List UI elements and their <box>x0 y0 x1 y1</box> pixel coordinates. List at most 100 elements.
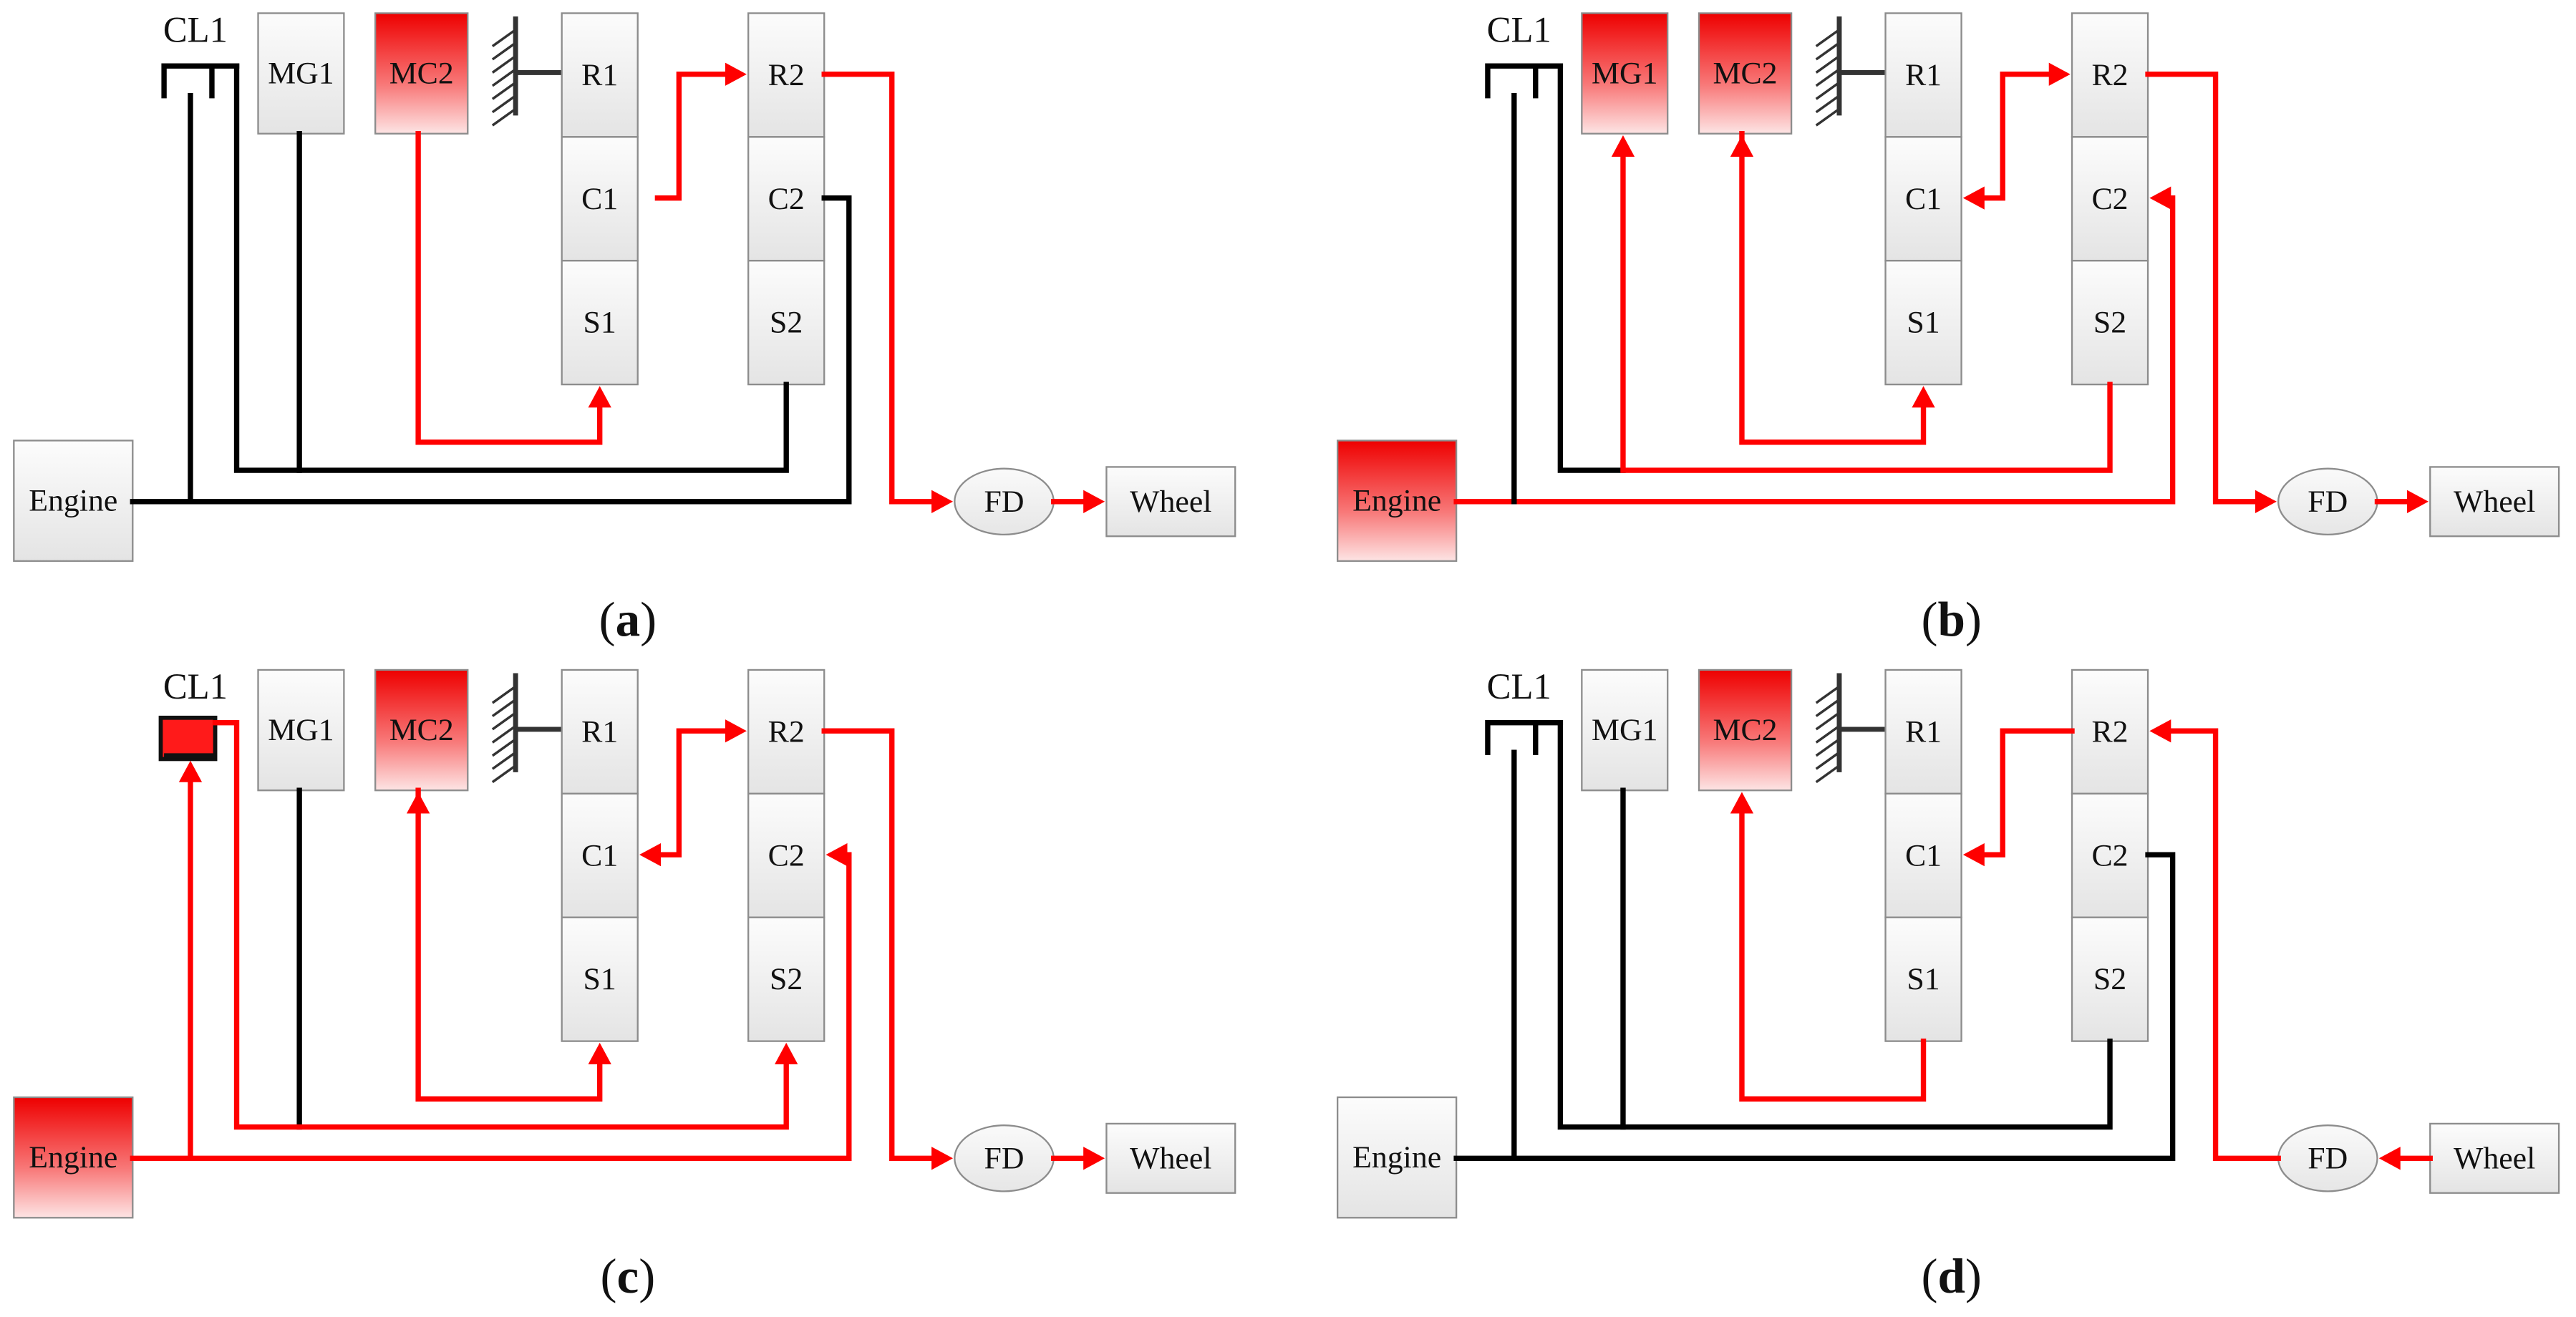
power-flow-line <box>415 131 603 445</box>
carrier2-label: C2 <box>768 838 805 873</box>
power-flow-line <box>212 720 789 1130</box>
ring1-label: R1 <box>581 58 618 92</box>
arrow-head-icon <box>588 386 611 408</box>
clutch-label: CL1 <box>1487 9 1551 49</box>
power-flow-line <box>1739 809 1927 1102</box>
arrow-head-icon <box>2149 719 2171 743</box>
arrow-head-icon <box>406 792 430 814</box>
arrow-head-icon <box>931 1147 954 1170</box>
power-flow-line <box>2145 72 2260 505</box>
ground-hatch <box>1815 738 1840 757</box>
ground-hatch <box>1815 29 1840 47</box>
wheel-box <box>2429 1122 2560 1194</box>
ground-hatch <box>491 94 517 114</box>
ring1-box <box>1884 669 1962 794</box>
ground-hatch <box>491 738 517 757</box>
panel-caption: (a) <box>599 591 657 646</box>
arrow-head-icon <box>825 842 848 867</box>
wheel-label: Wheel <box>1130 485 1211 519</box>
caption-letter: b <box>1937 591 1965 646</box>
ring1-box <box>561 12 639 138</box>
carrier2-box <box>2071 792 2149 918</box>
power-flow-line <box>130 852 852 1161</box>
power-flow-line <box>1453 195 2176 505</box>
mg1-label: MG1 <box>268 713 334 747</box>
sun1-label: S1 <box>584 306 616 340</box>
carrier2-label: C2 <box>768 182 805 216</box>
mc2-box <box>374 669 469 792</box>
ground-hatch <box>491 107 517 127</box>
arrow-head-icon <box>178 760 203 782</box>
mc2-label: MC2 <box>389 57 454 91</box>
arrow-head-icon <box>725 719 747 743</box>
power-flow-line <box>1739 131 1927 445</box>
arrow-head-icon <box>2255 490 2277 513</box>
arrow-head-icon <box>725 62 747 86</box>
clutch-engaged <box>158 715 218 762</box>
ring1-box <box>1884 12 1962 138</box>
arrow-head-icon <box>2406 490 2429 513</box>
arrow-head-icon <box>2378 1147 2401 1170</box>
wheel-label: Wheel <box>2454 485 2535 519</box>
sun2-box <box>2071 916 2149 1042</box>
ground-hatch <box>491 751 517 770</box>
carrier1-label: C1 <box>1905 182 1942 216</box>
caption-paren-close: ) <box>639 1248 655 1303</box>
arrow-head-icon <box>1730 792 1754 814</box>
power-flow-line <box>821 72 936 505</box>
ground-hatch <box>1815 107 1840 127</box>
shaft-line <box>161 63 240 99</box>
wheel-label: Wheel <box>2454 1141 2535 1175</box>
wheel-box <box>1105 466 1236 538</box>
sun2-label: S2 <box>770 962 803 996</box>
carrier1-box <box>1884 136 1962 262</box>
mg1-label: MG1 <box>1592 713 1657 747</box>
ground-hatch <box>1815 751 1840 770</box>
carrier2-label: C2 <box>2091 182 2128 216</box>
engine-box <box>13 439 134 562</box>
ground-hatch <box>491 68 517 87</box>
shaft-line <box>233 63 789 473</box>
shaft-line <box>130 195 852 505</box>
clutch-label: CL1 <box>163 9 228 49</box>
carrier1-box <box>561 136 639 262</box>
carrier2-box <box>747 792 825 918</box>
caption-paren-open: ( <box>599 591 616 646</box>
caption-paren-open: ( <box>601 1248 617 1303</box>
engine-box <box>1337 439 1458 562</box>
arrow-head-icon <box>775 1042 798 1064</box>
carrier2-box <box>2071 136 2149 262</box>
caption-paren-close: ) <box>640 591 657 646</box>
caption-paren-open: ( <box>1921 1248 1937 1303</box>
mg1-box <box>1581 669 1669 792</box>
ground-hatch <box>491 699 517 717</box>
sun2-label: S2 <box>2093 962 2126 996</box>
ground-hatch <box>491 81 517 100</box>
mg1-label: MG1 <box>1592 57 1657 91</box>
ground-hatch <box>491 711 517 731</box>
arrow-head-icon <box>1962 186 1985 210</box>
engine-label: Engine <box>29 484 117 518</box>
ground-hatch <box>491 685 517 704</box>
carrier1-label: C1 <box>581 838 618 873</box>
power-flow-line <box>1978 72 2053 201</box>
mc2-label: MC2 <box>1713 713 1778 747</box>
ground-hatch <box>491 724 517 744</box>
power-flow-line <box>821 728 936 1161</box>
ground-hatch <box>1815 699 1840 717</box>
arrow-head-icon <box>639 842 661 867</box>
carrier1-label: C1 <box>1905 838 1942 873</box>
engine-box <box>1337 1096 1458 1219</box>
arrow-head-icon <box>1730 135 1754 157</box>
sun1-box <box>561 916 639 1042</box>
arrow-head-icon <box>1083 1147 1105 1170</box>
ring2-box <box>747 669 825 794</box>
sun1-box <box>561 260 639 386</box>
clutch-label: CL1 <box>163 666 228 706</box>
mc2-box <box>374 12 469 135</box>
panel-caption: (d) <box>1921 1248 1982 1303</box>
arrow-head-icon <box>1912 386 1935 408</box>
caption-letter: c <box>617 1248 639 1303</box>
power-flow-line <box>654 728 730 857</box>
